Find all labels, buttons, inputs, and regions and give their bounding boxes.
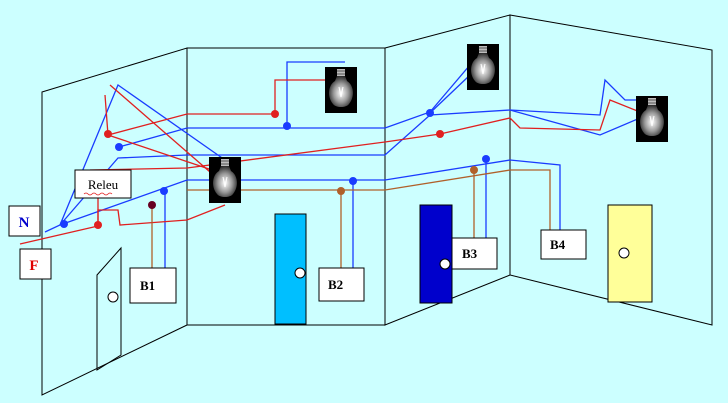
junction-dots (60, 109, 490, 229)
phase-label: F (29, 258, 38, 274)
switch-b3: B3 (451, 237, 498, 270)
phase-label-box: F (19, 248, 52, 280)
yellow-door (607, 204, 653, 303)
door-knob-icon (107, 291, 119, 303)
light-bulb-icon (324, 66, 358, 114)
relay-box: Releu (74, 169, 132, 199)
switch-b1: B1 (129, 267, 177, 304)
switch-b2-label: B2 (328, 277, 343, 292)
switch-b4-label: B4 (550, 237, 566, 252)
room-walls (41, 14, 713, 396)
door-knob-icon (439, 258, 451, 270)
switch-wires (151, 169, 551, 268)
light-bulb-icon (466, 43, 500, 91)
switch-b2: B2 (318, 267, 365, 302)
light-bulb-icon (208, 156, 242, 204)
switch-b3-label: B3 (462, 246, 478, 261)
phase-wires (19, 79, 641, 245)
switch-b4: B4 (540, 229, 587, 260)
switch-b1-label: B1 (140, 278, 155, 293)
door-knob-icon (618, 247, 630, 259)
light-bulb-icon (635, 95, 669, 143)
relay-label: Releu (88, 177, 119, 192)
neutral-label: N (19, 215, 30, 231)
left-door (96, 246, 122, 371)
door-knob-icon (294, 267, 306, 279)
blue-door (419, 204, 453, 304)
neutral-label-box: N (8, 205, 41, 237)
right-wall (509, 14, 713, 326)
